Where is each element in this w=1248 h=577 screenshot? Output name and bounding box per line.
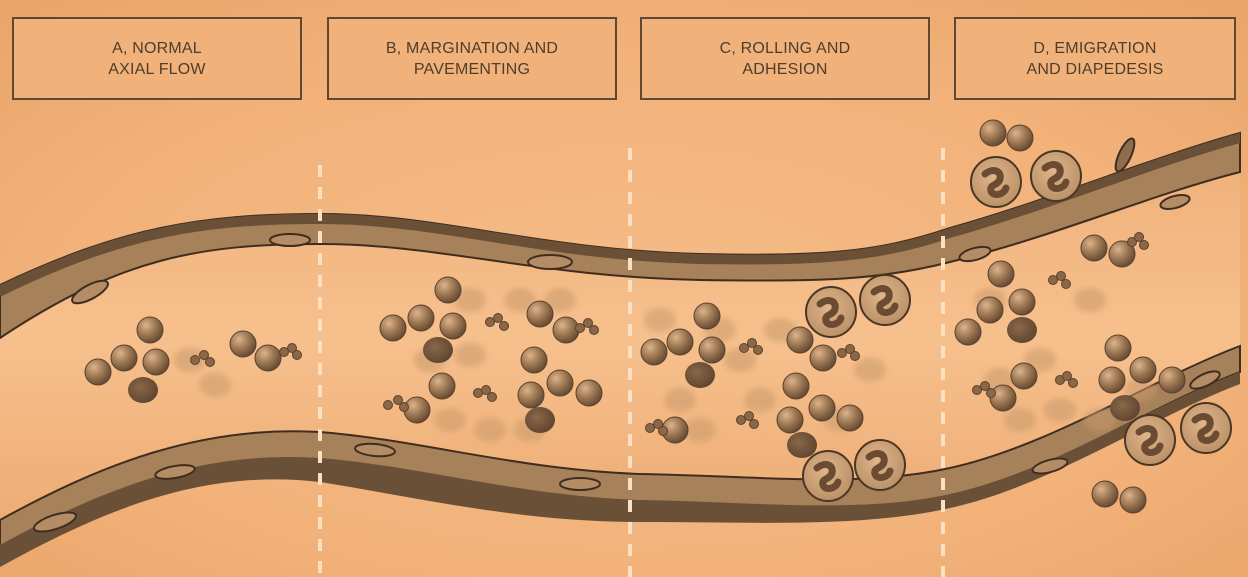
platelet bbox=[685, 362, 715, 388]
red-blood-cell bbox=[837, 405, 863, 431]
red-blood-cell bbox=[1009, 289, 1035, 315]
stage-c-title: C, ROLLING AND bbox=[720, 38, 851, 59]
platelet bbox=[423, 337, 453, 363]
red-blood-cell bbox=[1105, 335, 1131, 361]
red-blood-cell bbox=[787, 327, 813, 353]
red-blood-cell bbox=[1159, 367, 1185, 393]
red-blood-cell bbox=[977, 297, 1003, 323]
red-blood-cell bbox=[988, 261, 1014, 287]
red-blood-cell bbox=[809, 395, 835, 421]
red-blood-cell bbox=[85, 359, 111, 385]
stage-c-subtitle: ADHESION bbox=[720, 59, 851, 80]
red-blood-cell bbox=[111, 345, 137, 371]
stage-b-title: B, MARGINATION AND bbox=[386, 38, 558, 59]
platelet bbox=[1007, 317, 1037, 343]
red-blood-cell bbox=[699, 337, 725, 363]
red-blood-cell bbox=[694, 303, 720, 329]
platelet bbox=[525, 407, 555, 433]
red-blood-cell bbox=[777, 407, 803, 433]
red-blood-cell bbox=[440, 313, 466, 339]
red-blood-cell bbox=[230, 331, 256, 357]
leukocyte bbox=[803, 451, 853, 501]
leukocyte bbox=[1181, 403, 1231, 453]
platelet bbox=[787, 432, 817, 458]
red-blood-cell bbox=[527, 301, 553, 327]
stage-b-subtitle: PAVEMENTING bbox=[386, 59, 558, 80]
leukocyte bbox=[1031, 151, 1081, 201]
red-blood-cell bbox=[641, 339, 667, 365]
red-blood-cell bbox=[553, 317, 579, 343]
red-blood-cell bbox=[990, 385, 1016, 411]
red-blood-cell bbox=[547, 370, 573, 396]
platelet bbox=[128, 377, 158, 403]
red-blood-cell bbox=[143, 349, 169, 375]
red-blood-cell bbox=[137, 317, 163, 343]
red-blood-cell bbox=[521, 347, 547, 373]
stage-a-title: A, NORMAL bbox=[108, 38, 205, 59]
red-blood-cell bbox=[518, 382, 544, 408]
red-blood-cell bbox=[667, 329, 693, 355]
red-blood-cell bbox=[380, 315, 406, 341]
red-blood-cell bbox=[408, 305, 434, 331]
red-blood-cell bbox=[955, 319, 981, 345]
leukocyte bbox=[855, 440, 905, 490]
red-blood-cell bbox=[576, 380, 602, 406]
red-blood-cell bbox=[429, 373, 455, 399]
red-blood-cell bbox=[1081, 235, 1107, 261]
leukocyte bbox=[971, 157, 1021, 207]
red-blood-cell bbox=[1130, 357, 1156, 383]
stage-d-subtitle: AND DIAPEDESIS bbox=[1026, 59, 1163, 80]
red-blood-cell bbox=[980, 120, 1006, 146]
leukocyte bbox=[860, 275, 910, 325]
red-blood-cell bbox=[1011, 363, 1037, 389]
red-blood-cell bbox=[435, 277, 461, 303]
stage-a-subtitle: AXIAL FLOW bbox=[108, 59, 205, 80]
red-blood-cell bbox=[1099, 367, 1125, 393]
red-blood-cell bbox=[1092, 481, 1118, 507]
stage-d-title: D, EMIGRATION bbox=[1026, 38, 1163, 59]
red-blood-cell bbox=[1120, 487, 1146, 513]
red-blood-cell bbox=[783, 373, 809, 399]
leukocyte bbox=[1125, 415, 1175, 465]
platelet bbox=[1110, 395, 1140, 421]
leukocyte bbox=[806, 287, 856, 337]
red-blood-cell bbox=[810, 345, 836, 371]
red-blood-cell bbox=[1007, 125, 1033, 151]
red-blood-cell bbox=[255, 345, 281, 371]
